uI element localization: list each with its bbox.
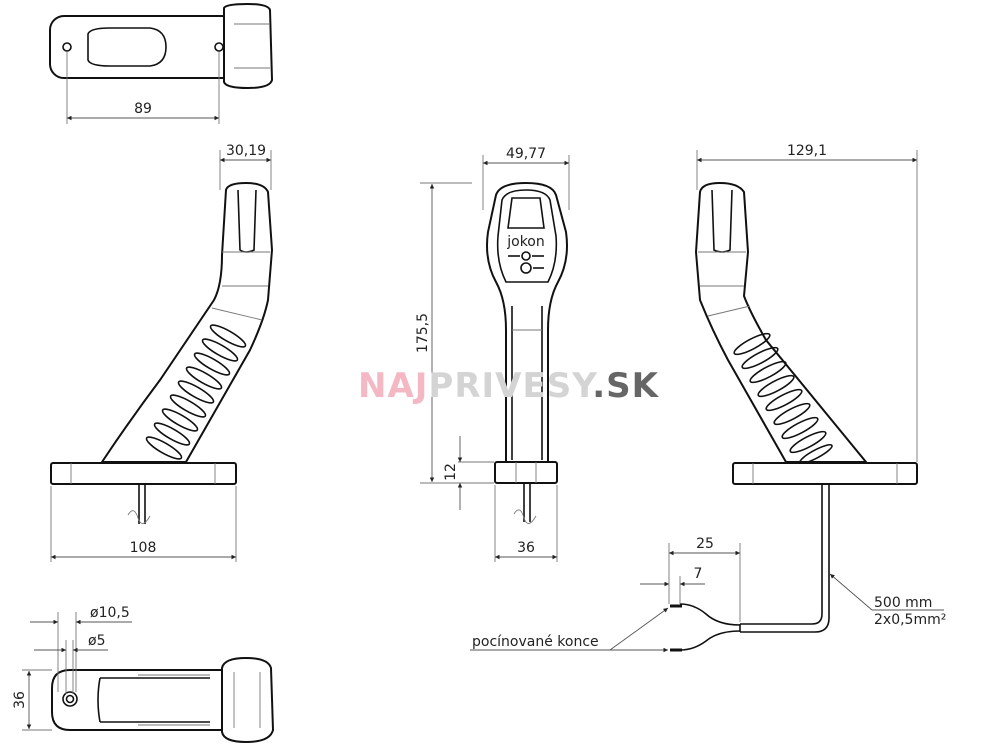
top-view: 89 bbox=[49, 2, 274, 124]
lamp-arm-right bbox=[694, 181, 869, 463]
dim-diameter-10-5: ø10,5 bbox=[90, 605, 130, 621]
lens-outline bbox=[87, 27, 167, 67]
cable-length-label: 500 mm bbox=[874, 595, 932, 611]
dim-36-front: 36 bbox=[517, 540, 535, 556]
dim-12: 12 bbox=[443, 463, 459, 481]
base-plate-front bbox=[494, 461, 558, 484]
cable-outer bbox=[740, 484, 823, 625]
dim-30-19: 30,19 bbox=[226, 143, 266, 159]
cable-cross-section-label: 2x0,5mm² bbox=[874, 612, 946, 628]
grip-ribs-left bbox=[145, 324, 247, 460]
watermark-privesy: PRIVESY bbox=[428, 366, 597, 406]
dim-49-77: 49,77 bbox=[506, 146, 546, 162]
watermark-sk: .SK bbox=[592, 366, 659, 406]
base-plate-left bbox=[50, 462, 237, 485]
dim-129-1: 129,1 bbox=[787, 143, 827, 159]
dim-diameter-5: ø5 bbox=[88, 633, 105, 649]
dim-36-bottom: 36 bbox=[12, 691, 28, 709]
base-plate-bottom bbox=[51, 669, 223, 731]
front-view: 49,77 jokon 175,5 12 36 bbox=[415, 146, 570, 562]
tinned-ends-label: pocínované konce bbox=[472, 634, 599, 650]
side-view-left: 30,19 108 bbox=[50, 143, 274, 562]
base-plate-top bbox=[49, 15, 237, 79]
base-plate-right bbox=[732, 462, 918, 485]
cable-detail: 25 7 pocínované konce 500 mm 2x0,5mm² bbox=[470, 484, 946, 653]
dim-108: 108 bbox=[130, 540, 157, 556]
dim-175-5: 175,5 bbox=[415, 313, 431, 353]
lamp-head-bottom bbox=[221, 656, 275, 744]
side-view-right: 129,1 bbox=[694, 143, 918, 485]
svg-text:NAJPRIVESY.SK: NAJPRIVESY.SK bbox=[358, 366, 660, 406]
dim-7: 7 bbox=[694, 566, 703, 582]
dim-89: 89 bbox=[134, 101, 152, 117]
watermark: NAJPRIVESY.SK bbox=[358, 366, 660, 406]
mount-hole-inner bbox=[65, 694, 75, 704]
lamp-arm-left bbox=[100, 181, 274, 463]
dim-25: 25 bbox=[696, 536, 714, 552]
watermark-naj: NAJ bbox=[358, 366, 428, 406]
mount-hole-outer bbox=[62, 691, 78, 707]
jokon-logo: jokon bbox=[506, 234, 545, 250]
lamp-body-front bbox=[486, 181, 568, 463]
bottom-view: ø10,5 ø5 36 bbox=[12, 605, 275, 744]
lamp-head-top bbox=[223, 2, 274, 90]
mount-hole-left bbox=[62, 42, 72, 52]
